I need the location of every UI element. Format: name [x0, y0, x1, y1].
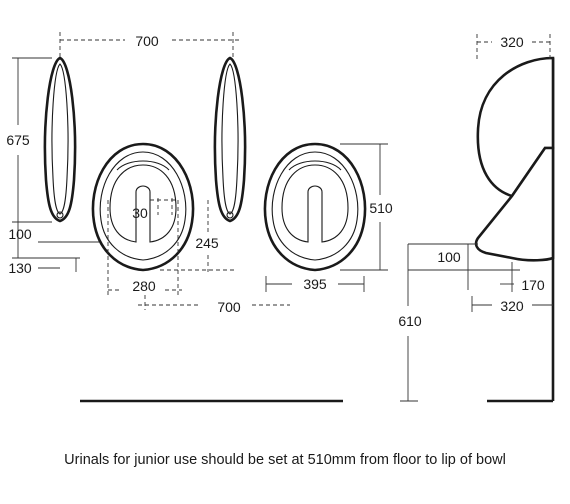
- dims-front-left: 30 245 280 700: [107, 198, 290, 315]
- dim-label-fixing-height: 610: [398, 313, 422, 329]
- dim-label-side-outlet: 170: [521, 277, 545, 293]
- middle-slim-urinal: [213, 56, 247, 223]
- front-urinal-left: [91, 142, 195, 272]
- left-slim-urinal: [43, 56, 77, 223]
- dim-top-700: 700: [59, 32, 240, 60]
- dim-100-130-left: 100 130: [8, 221, 120, 276]
- dim-label-side-depth: 320: [500, 34, 524, 50]
- dim-label-lip-offset: 100: [8, 226, 32, 242]
- dim-label-top-width: 700: [135, 33, 159, 49]
- dim-label-side-lip: 100: [437, 249, 461, 265]
- dim-label-waste-spacing: 30: [132, 205, 148, 221]
- dims-front-right: 510 395: [265, 143, 393, 292]
- dim-label-bowl-width: 280: [132, 278, 156, 294]
- dims-side: 320 100 170 320 610: [398, 34, 553, 402]
- dim-675: 675: [6, 57, 52, 258]
- dim-label-front-width: 395: [303, 276, 327, 292]
- dim-label-urinal-height: 675: [6, 132, 30, 148]
- dim-label-centres: 700: [217, 299, 241, 315]
- front-urinal-right: [263, 142, 367, 272]
- caption: Urinals for junior use should be set at …: [64, 452, 506, 468]
- dim-label-waste-offset: 130: [8, 260, 32, 276]
- dim-label-outlet-height: 245: [195, 235, 219, 251]
- dim-label-bowl-height: 510: [369, 200, 393, 216]
- dim-label-side-overall: 320: [500, 298, 524, 314]
- side-profile-urinal: [474, 56, 555, 403]
